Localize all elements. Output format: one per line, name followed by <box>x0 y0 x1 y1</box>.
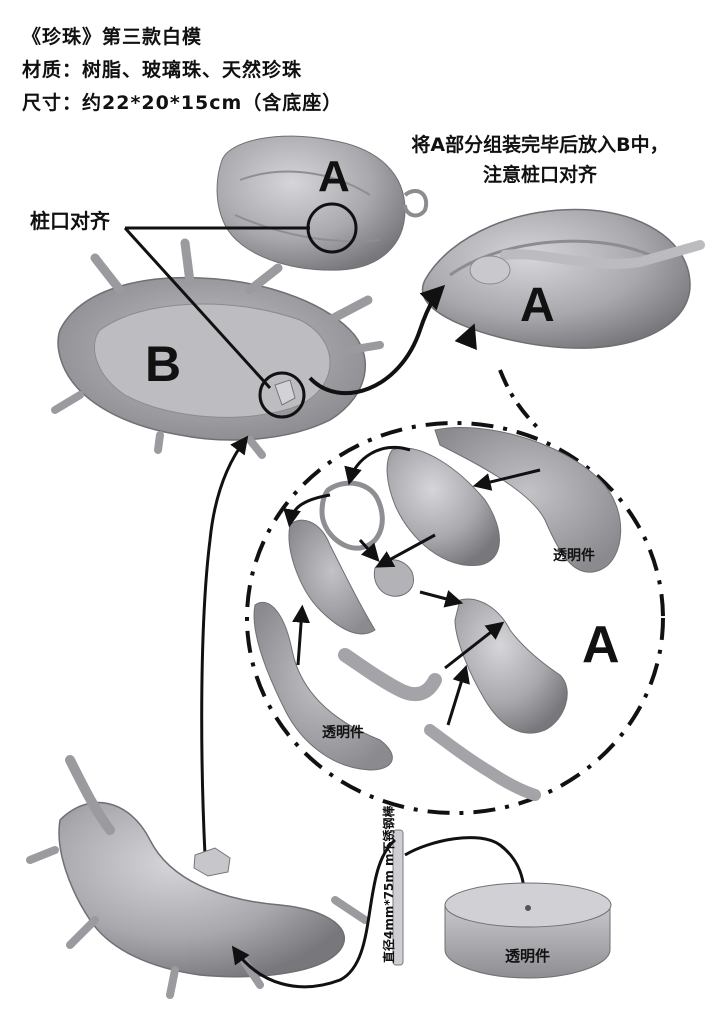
peg-align-lines <box>123 226 310 390</box>
arrow-rod-to-shell <box>231 838 397 989</box>
instruction-line-1: 将A部分组装完毕后放入B中， <box>411 134 669 156</box>
transparent-base-label: 透明件 <box>505 947 551 965</box>
exploded-arrows <box>283 445 541 726</box>
part-a-top-model <box>216 135 429 271</box>
peg-align-label: 桩口对齐 <box>30 209 110 233</box>
label-a-top: A <box>318 152 350 201</box>
peg-circle-b <box>258 371 306 419</box>
part-a-assembled-model <box>421 208 705 349</box>
label-a-circle: A <box>582 616 620 674</box>
material-text: 材质：树脂、玻璃珠、天然珍珠 <box>22 59 303 81</box>
rod-label: 直径4mm*75m m不锈钢棒 <box>382 805 396 963</box>
title-text: 《珍珠》第三款白模 <box>22 26 203 48</box>
arrow-rod-to-base <box>404 836 534 911</box>
label-b: B <box>145 336 182 392</box>
arrow-base-to-b <box>200 435 249 856</box>
size-text: 尺寸：约22*20*15cm（含底座） <box>22 92 343 114</box>
transparent-label-2: 透明件 <box>322 725 364 741</box>
instruction-note: 将A部分组装完毕后放入B中， 注意桩口对齐 <box>395 130 685 190</box>
steel-rod <box>392 829 404 966</box>
transparent-label-1: 透明件 <box>553 548 595 564</box>
transparent-base-model <box>444 882 612 979</box>
assembly-dashed-circle <box>245 421 665 815</box>
instruction-line-2: 注意桩口对齐 <box>482 164 597 186</box>
label-a-right: A <box>520 279 555 332</box>
part-b-shell-model <box>51 238 384 459</box>
arrow-b-to-a <box>308 284 446 395</box>
spiral-shell-base-model <box>26 755 369 999</box>
exploded-parts <box>253 427 622 801</box>
dashed-connector <box>498 369 542 432</box>
arrow-circle-to-a <box>454 323 477 351</box>
